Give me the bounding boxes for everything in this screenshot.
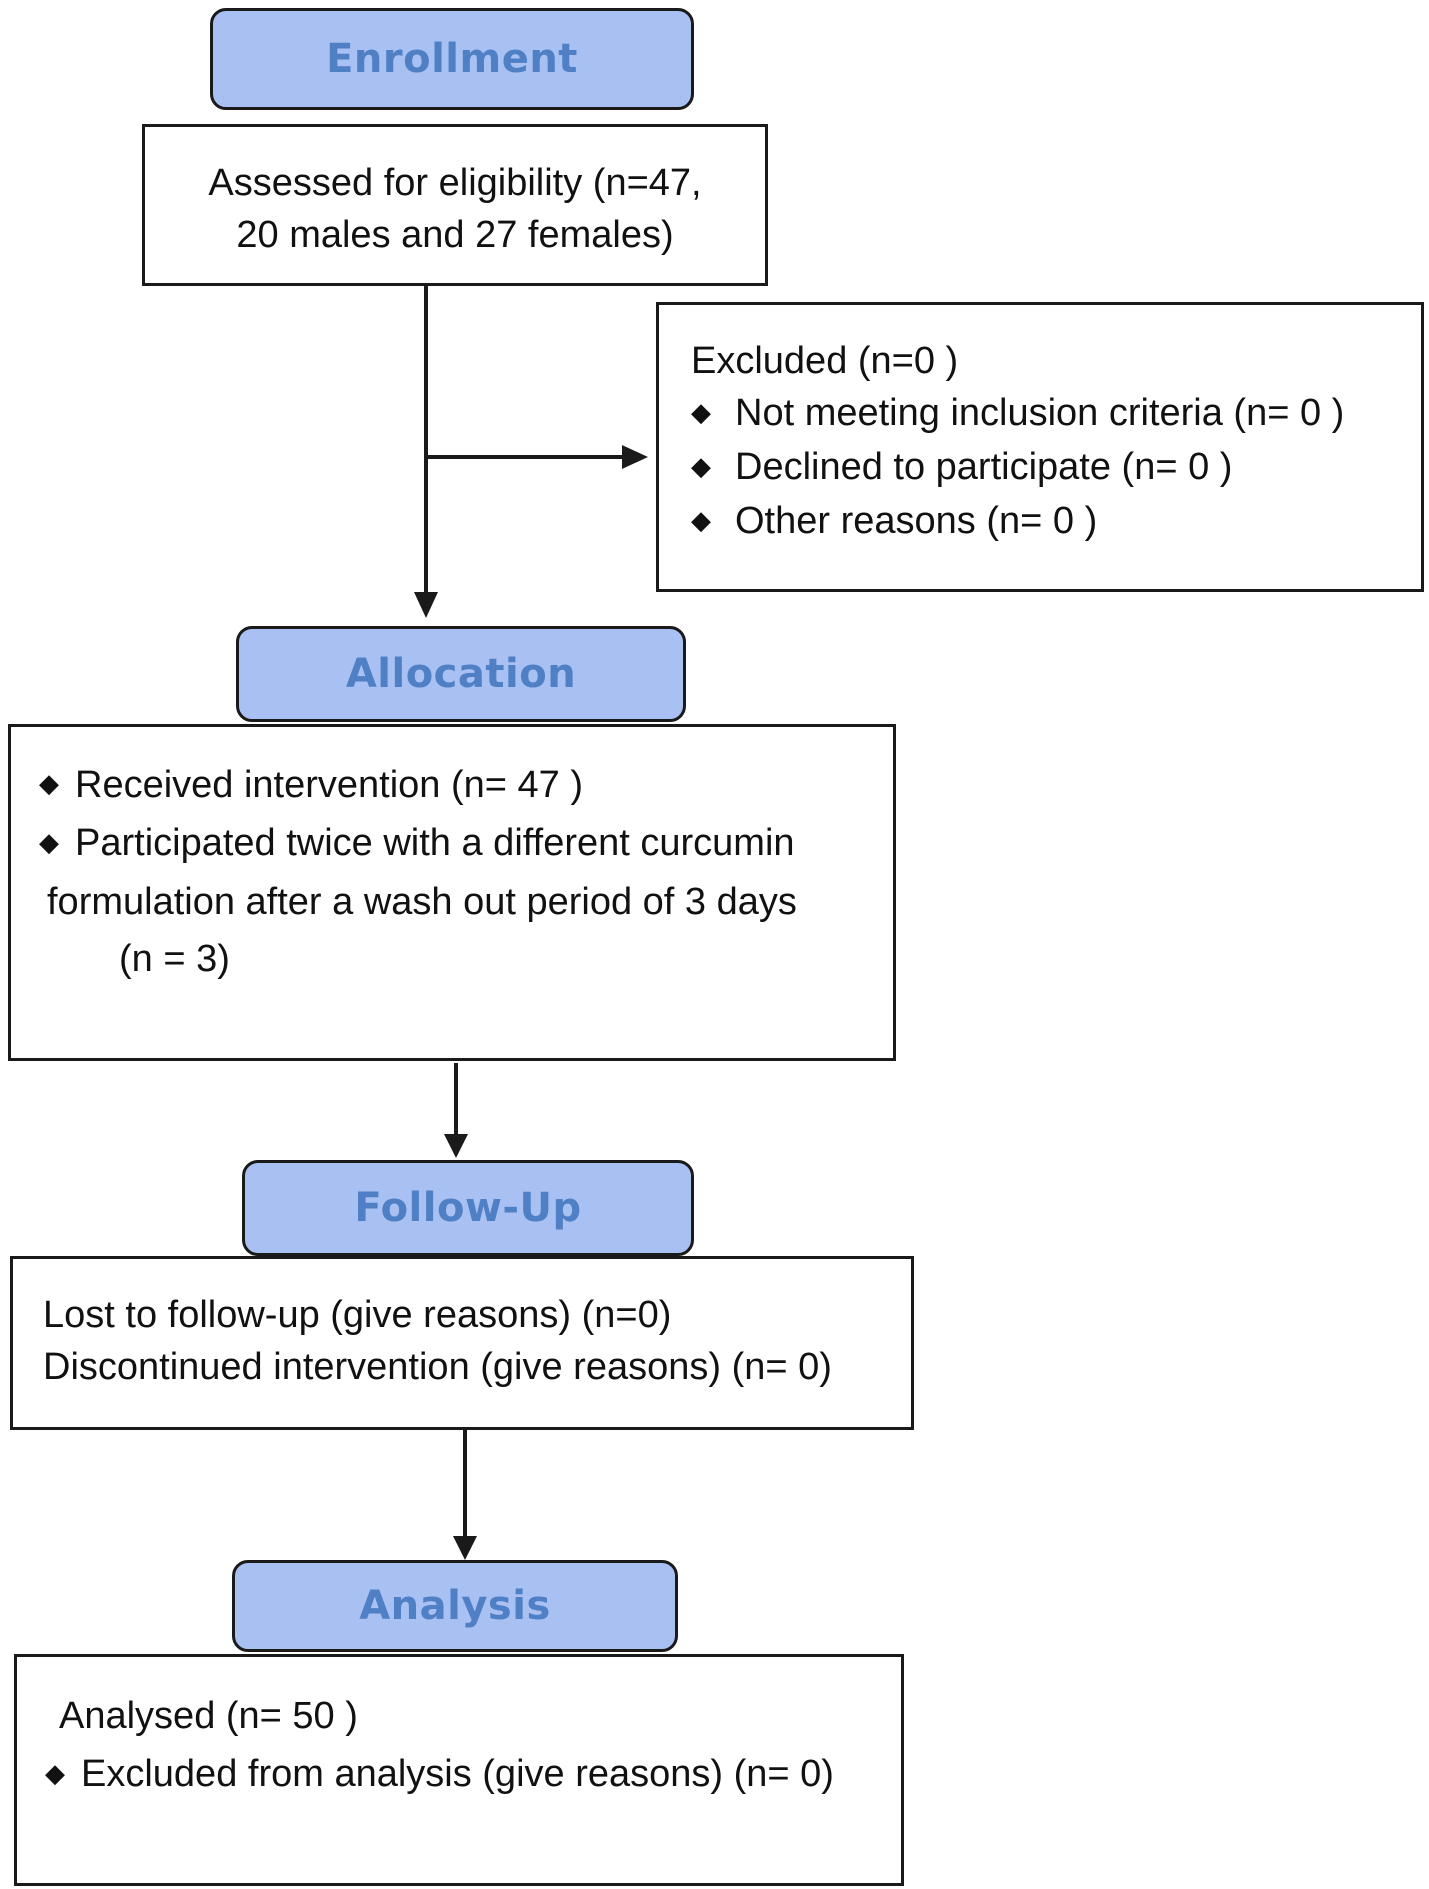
excluded-item: ◆ Other reasons (n= 0 ) xyxy=(691,495,1421,549)
enrollment-header: Enrollment xyxy=(210,8,694,110)
allocation-item: ◆ Received intervention (n= 47 ) xyxy=(39,757,893,815)
allocation-line-3: formulation after a wash out period of 3… xyxy=(47,880,797,923)
analysis-item-label: Excluded from analysis (give reasons) (n… xyxy=(81,1753,834,1795)
arrowhead-followup xyxy=(444,1134,468,1158)
analysis-line-1: Analysed (n= 50 ) xyxy=(59,1695,358,1737)
eligibility-line-1: Assessed for eligibility (n=47, xyxy=(208,162,702,204)
arrowhead-allocation xyxy=(414,592,438,618)
diamond-bullet-icon: ◆ xyxy=(691,450,711,481)
allocation-item-label: Received intervention (n= 47 ) xyxy=(75,764,584,806)
excluded-item-label: Not meeting inclusion criteria (n= 0 ) xyxy=(735,392,1345,434)
analysis-item: ◆ Excluded from analysis (give reasons) (… xyxy=(45,1745,901,1805)
excluded-item-label: Other reasons (n= 0 ) xyxy=(735,499,1098,542)
excluded-box: Excluded (n=0 ) ◆ Not meeting inclusion c… xyxy=(656,302,1424,592)
diamond-bullet-icon: ◆ xyxy=(39,826,59,857)
allocation-header-label: Allocation xyxy=(345,651,577,697)
follow-up-header-label: Follow-Up xyxy=(354,1185,582,1231)
allocation-line-4: (n = 3) xyxy=(119,937,230,980)
enrollment-header-label: Enrollment xyxy=(326,36,578,82)
diamond-bullet-icon: ◆ xyxy=(45,1757,65,1788)
diamond-bullet-icon: ◆ xyxy=(39,768,59,799)
follow-up-header: Follow-Up xyxy=(242,1160,694,1256)
allocation-box: ◆ Received intervention (n= 47 ) ◆ Partici… xyxy=(8,724,896,1061)
allocation-item-label: Participated twice with a different curc… xyxy=(75,822,795,865)
follow-up-box: Lost to follow-up (give reasons) (n=0) D… xyxy=(10,1256,914,1430)
analysis-header: Analysis xyxy=(232,1560,678,1652)
diamond-bullet-icon: ◆ xyxy=(691,504,711,535)
diamond-bullet-icon: ◆ xyxy=(691,396,711,427)
excluded-title: Excluded (n=0 ) xyxy=(691,340,959,382)
excluded-item: ◆ Not meeting inclusion criteria (n= 0 ) xyxy=(691,387,1421,441)
excluded-item-label: Declined to participate (n= 0 ) xyxy=(735,445,1233,488)
analysis-box: Analysed (n= 50 ) ◆ Excluded from analysi… xyxy=(14,1654,904,1886)
eligibility-line-2: 20 males and 27 females) xyxy=(236,214,674,256)
arrowhead-excluded xyxy=(622,445,648,469)
eligibility-box: Assessed for eligibility (n=47, 20 males… xyxy=(142,124,768,286)
excluded-item: ◆ Declined to participate (n= 0 ) xyxy=(691,441,1421,495)
allocation-item: ◆ Participated twice with a different cur… xyxy=(39,815,893,873)
allocation-header: Allocation xyxy=(236,626,686,722)
follow-up-line-1: Lost to follow-up (give reasons) (n=0) xyxy=(43,1294,672,1336)
follow-up-line-2: Discontinued intervention (give reasons)… xyxy=(43,1346,832,1388)
analysis-header-label: Analysis xyxy=(359,1583,551,1629)
arrowhead-analysis xyxy=(453,1536,477,1560)
